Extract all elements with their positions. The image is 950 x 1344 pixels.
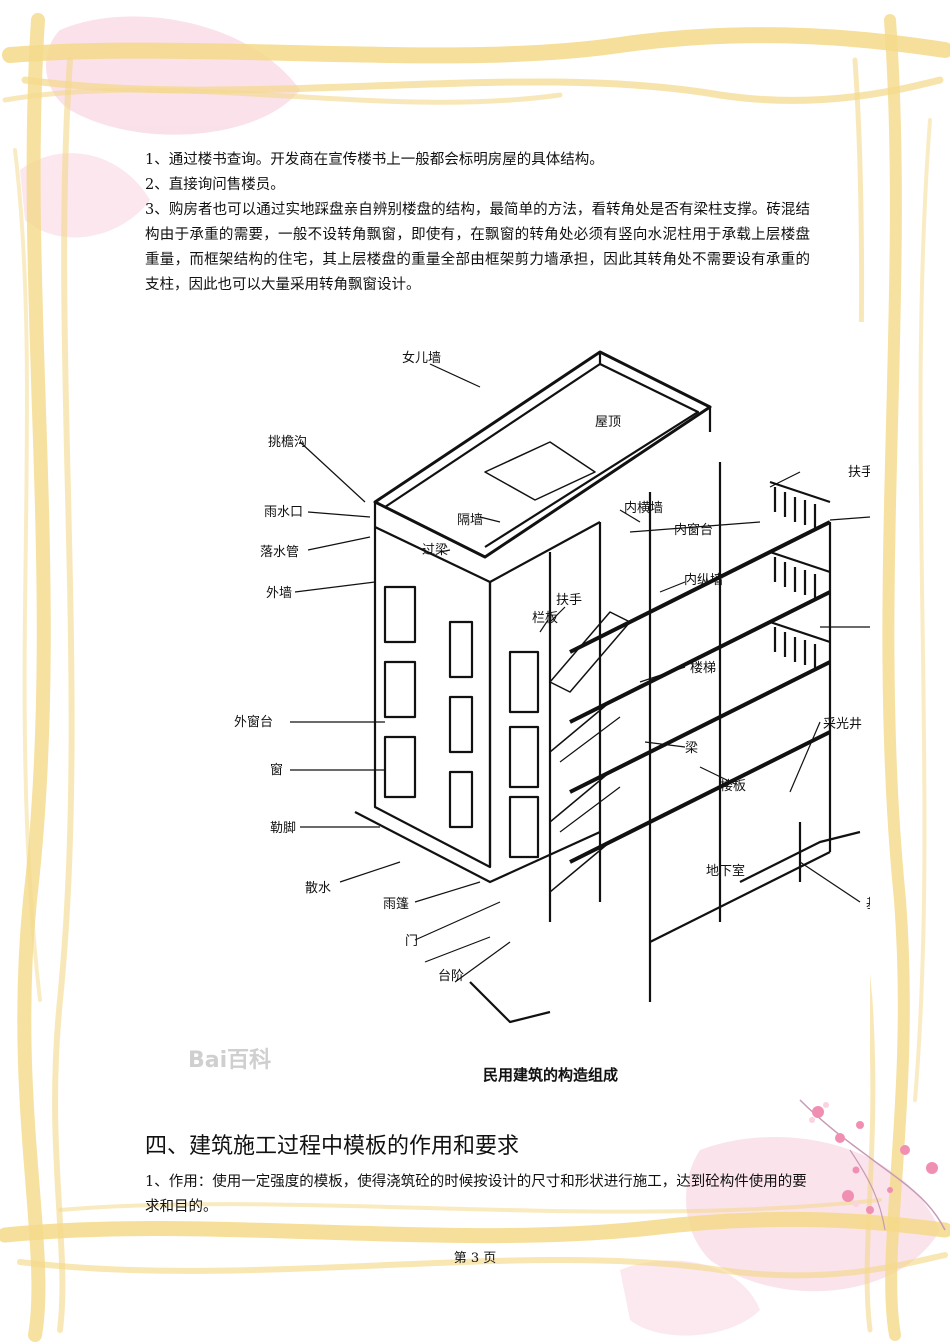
label-lanban: 栏板 (532, 611, 558, 626)
section-title: 四、建筑施工过程中模板的作用和要求 (145, 1134, 520, 1159)
label-wai-chuangtai: 外窗台 (234, 714, 273, 730)
label-men: 门 (405, 934, 418, 949)
label-liang: 梁 (685, 741, 698, 756)
label-jichu: 基础 (866, 897, 870, 912)
label-sanshui: 散水 (305, 881, 331, 896)
label-lejiao: 勒脚 (270, 820, 296, 836)
frame-curves (0, 13, 950, 1342)
formwork-function-paragraph: 1、作用：使用一定强度的模板，使得浇筑砼的时候按设计的尺寸和形状进行施工，达到砼… (145, 1174, 807, 1215)
label-louban: 楼板 (720, 779, 746, 794)
building-structure-diagram: 女儿墙 屋顶 挑檐沟 雨水口 落水管 外墙 隔墙 过梁 内横墙 内窗台 扶手 栏… (180, 322, 870, 1092)
label-fushou-stair: 扶手 (556, 593, 582, 608)
label-luoshui-guan: 落水管 (260, 545, 299, 560)
label-wuding: 屋顶 (595, 415, 621, 430)
label-tiaoyan-gou: 挑檐沟 (268, 435, 307, 450)
page-number: 第 3 页 (453, 1251, 497, 1266)
label-louti: 楼梯 (690, 661, 716, 676)
baidu-watermark: Bai百科 (188, 1048, 271, 1073)
label-dixiashi: 地下室 (706, 863, 745, 879)
method-1-paragraph: 1、通过楼书查询。开发商在宣传楼书上一般都会标明房屋的具体结构。 (145, 152, 604, 168)
label-nver-qiang: 女儿墙 (402, 350, 441, 366)
label-nei-zongqiang: 内纵墙 (684, 572, 723, 588)
label-fushou-right: 扶手 (848, 465, 870, 480)
method-2-paragraph: 2、直接询问售楼员。 (145, 177, 285, 193)
figure-caption: 民用建筑的构造组成 (483, 1066, 618, 1084)
label-chuang: 窗 (270, 762, 283, 778)
blossom-branch-decoration (799, 1099, 946, 1231)
method-3-paragraph: 3、购房者也可以通过实地踩盘亲自辨别楼盘的结构，最简单的方法，看转角处是否有梁柱… (145, 202, 810, 293)
label-caiguang-jing: 采光井 (823, 717, 862, 732)
label-geqiang: 隔墙 (457, 513, 483, 528)
label-yushui-kou: 雨水口 (264, 505, 303, 520)
label-guoliang: 过梁 (422, 543, 448, 558)
label-yupeng: 雨篷 (383, 897, 409, 912)
label-waiqiang: 外墙 (266, 586, 292, 601)
label-taijie: 台阶 (438, 969, 464, 984)
label-nei-chuangtai: 内窗台 (674, 522, 713, 538)
label-nei-hengqiang: 内横墙 (624, 500, 663, 516)
